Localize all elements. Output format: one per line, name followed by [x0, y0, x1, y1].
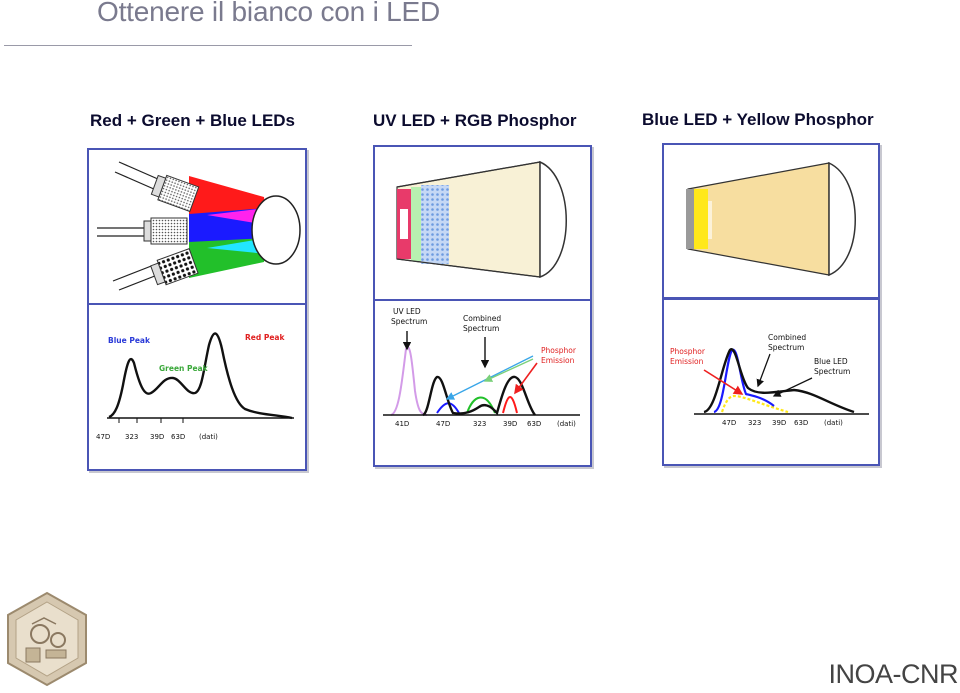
lens — [251, 195, 301, 265]
slide-title: Ottenere il bianco con i LED — [97, 0, 441, 27]
tick-label: (dati) — [199, 433, 218, 441]
rgb-leds-illustration-panel — [87, 148, 307, 305]
combined-spectrum-curve — [108, 332, 293, 420]
uv-peak-curve — [390, 346, 428, 416]
combined-spectrum-label-line: Combined — [768, 333, 806, 342]
combined-spectrum-label-line: Combined — [463, 314, 501, 323]
inoa-logo — [4, 590, 90, 693]
tick-label: 39D — [150, 433, 164, 441]
tick-label: 63D — [794, 419, 808, 427]
phosphor-emission-arrow — [703, 369, 744, 395]
phosphor-emission-arrow-red — [514, 362, 538, 395]
blue-led-spectrum-label-line: Spectrum — [814, 367, 850, 376]
tick-label: (dati) — [824, 419, 843, 427]
organization-name: INOA-CNR — [828, 659, 959, 689]
tick-label: 63D — [171, 433, 185, 441]
rgb-leds-illustration — [97, 161, 301, 291]
heading-uv-led: UV LED + RGB Phosphor — [373, 111, 577, 130]
blue-emission-curve — [436, 402, 460, 414]
combined-spectrum-label: Combined Spectrum — [768, 333, 809, 352]
blue-led-spectrum-arrow — [772, 377, 813, 397]
combined-spectrum-curve — [422, 375, 536, 417]
red-emission-curve — [502, 396, 518, 414]
uv-spectrum-panel: UV LED Spectrum Combined Spectrum Phosph… — [373, 299, 592, 467]
combined-spectrum-arrow — [756, 353, 771, 388]
lens — [828, 161, 856, 277]
phosphor-layer — [421, 185, 449, 264]
tick-label: (dati) — [557, 420, 576, 428]
blue-peak-label: Blue Peak — [108, 336, 151, 345]
phosphor-emission-label: Phosphor Emission — [541, 346, 578, 365]
tick-label: 47D — [436, 420, 450, 428]
combined-spectrum-label-line: Spectrum — [463, 324, 499, 333]
tick-label: 323 — [748, 419, 761, 427]
blue-led — [143, 217, 188, 245]
uv-spectrum-plot: UV LED Spectrum Combined Spectrum Phosph… — [383, 307, 580, 428]
blue-led-illustration-panel — [662, 143, 880, 299]
tick-label: 47D — [96, 433, 110, 441]
combined-spectrum-curve — [703, 348, 855, 414]
phosphor-emission-arrow-blue — [445, 355, 534, 400]
phosphor-emission-label: Phosphor Emission — [670, 347, 707, 366]
rgb-spectrum-panel: Blue Peak Green Peak Red Peak 47D 323 39… — [87, 303, 307, 471]
blue-led-chip — [686, 189, 694, 249]
phosphor-emission-label-line: Phosphor — [541, 346, 577, 355]
heading-rgb-leds: Red + Green + Blue LEDs — [90, 111, 296, 130]
title-divider — [4, 45, 412, 46]
phosphor-emission-label-line: Phosphor — [670, 347, 706, 356]
yellow-phosphor — [694, 189, 708, 249]
green-peak-label: Green Peak — [159, 364, 209, 373]
uv-spectrum-label: UV LED Spectrum — [391, 307, 427, 326]
tick-label: 41D — [395, 420, 409, 428]
tick-label: 323 — [473, 420, 486, 428]
uv-led-illustration — [396, 160, 567, 279]
red-led — [150, 174, 200, 213]
tick-label: 39D — [772, 419, 786, 427]
cyan-overlap — [207, 238, 267, 254]
lens — [539, 160, 567, 279]
tick-label: 323 — [125, 433, 138, 441]
red-peak-label: Red Peak — [245, 333, 285, 342]
blue-led-spectrum-label-line: Blue LED — [814, 357, 848, 366]
blue-led-illustration — [686, 161, 856, 277]
uv-led-illustration-panel — [373, 145, 592, 301]
blue-led-spectrum-label: Blue LED Spectrum — [814, 357, 850, 376]
phosphor-emission-arrow-green — [483, 358, 534, 382]
green-led — [150, 248, 199, 286]
phosphor-emission-curve — [720, 394, 789, 414]
tick-label: 47D — [722, 419, 736, 427]
heading-blue-led: Blue LED + Yellow Phosphor — [642, 110, 874, 129]
combined-spectrum-label: Combined Spectrum — [463, 314, 504, 333]
phosphor-emission-label-line: Emission — [541, 356, 575, 365]
uv-spectrum-label-line: UV LED — [393, 307, 421, 316]
rgb-spectrum-plot: Blue Peak Green Peak Red Peak 47D 323 39… — [96, 332, 294, 441]
blue-led-spectrum-panel: Phosphor Emission Combined Spectrum Blue… — [662, 298, 880, 466]
magenta-overlap — [207, 208, 267, 225]
phosphor-emission-label-line: Emission — [670, 357, 704, 366]
blue-led-spectrum-plot: Phosphor Emission Combined Spectrum Blue… — [670, 333, 869, 427]
tick-label: 39D — [503, 420, 517, 428]
uv-spectrum-label-line: Spectrum — [391, 317, 427, 326]
tick-label: 63D — [527, 420, 541, 428]
combined-spectrum-label-line: Spectrum — [768, 343, 804, 352]
